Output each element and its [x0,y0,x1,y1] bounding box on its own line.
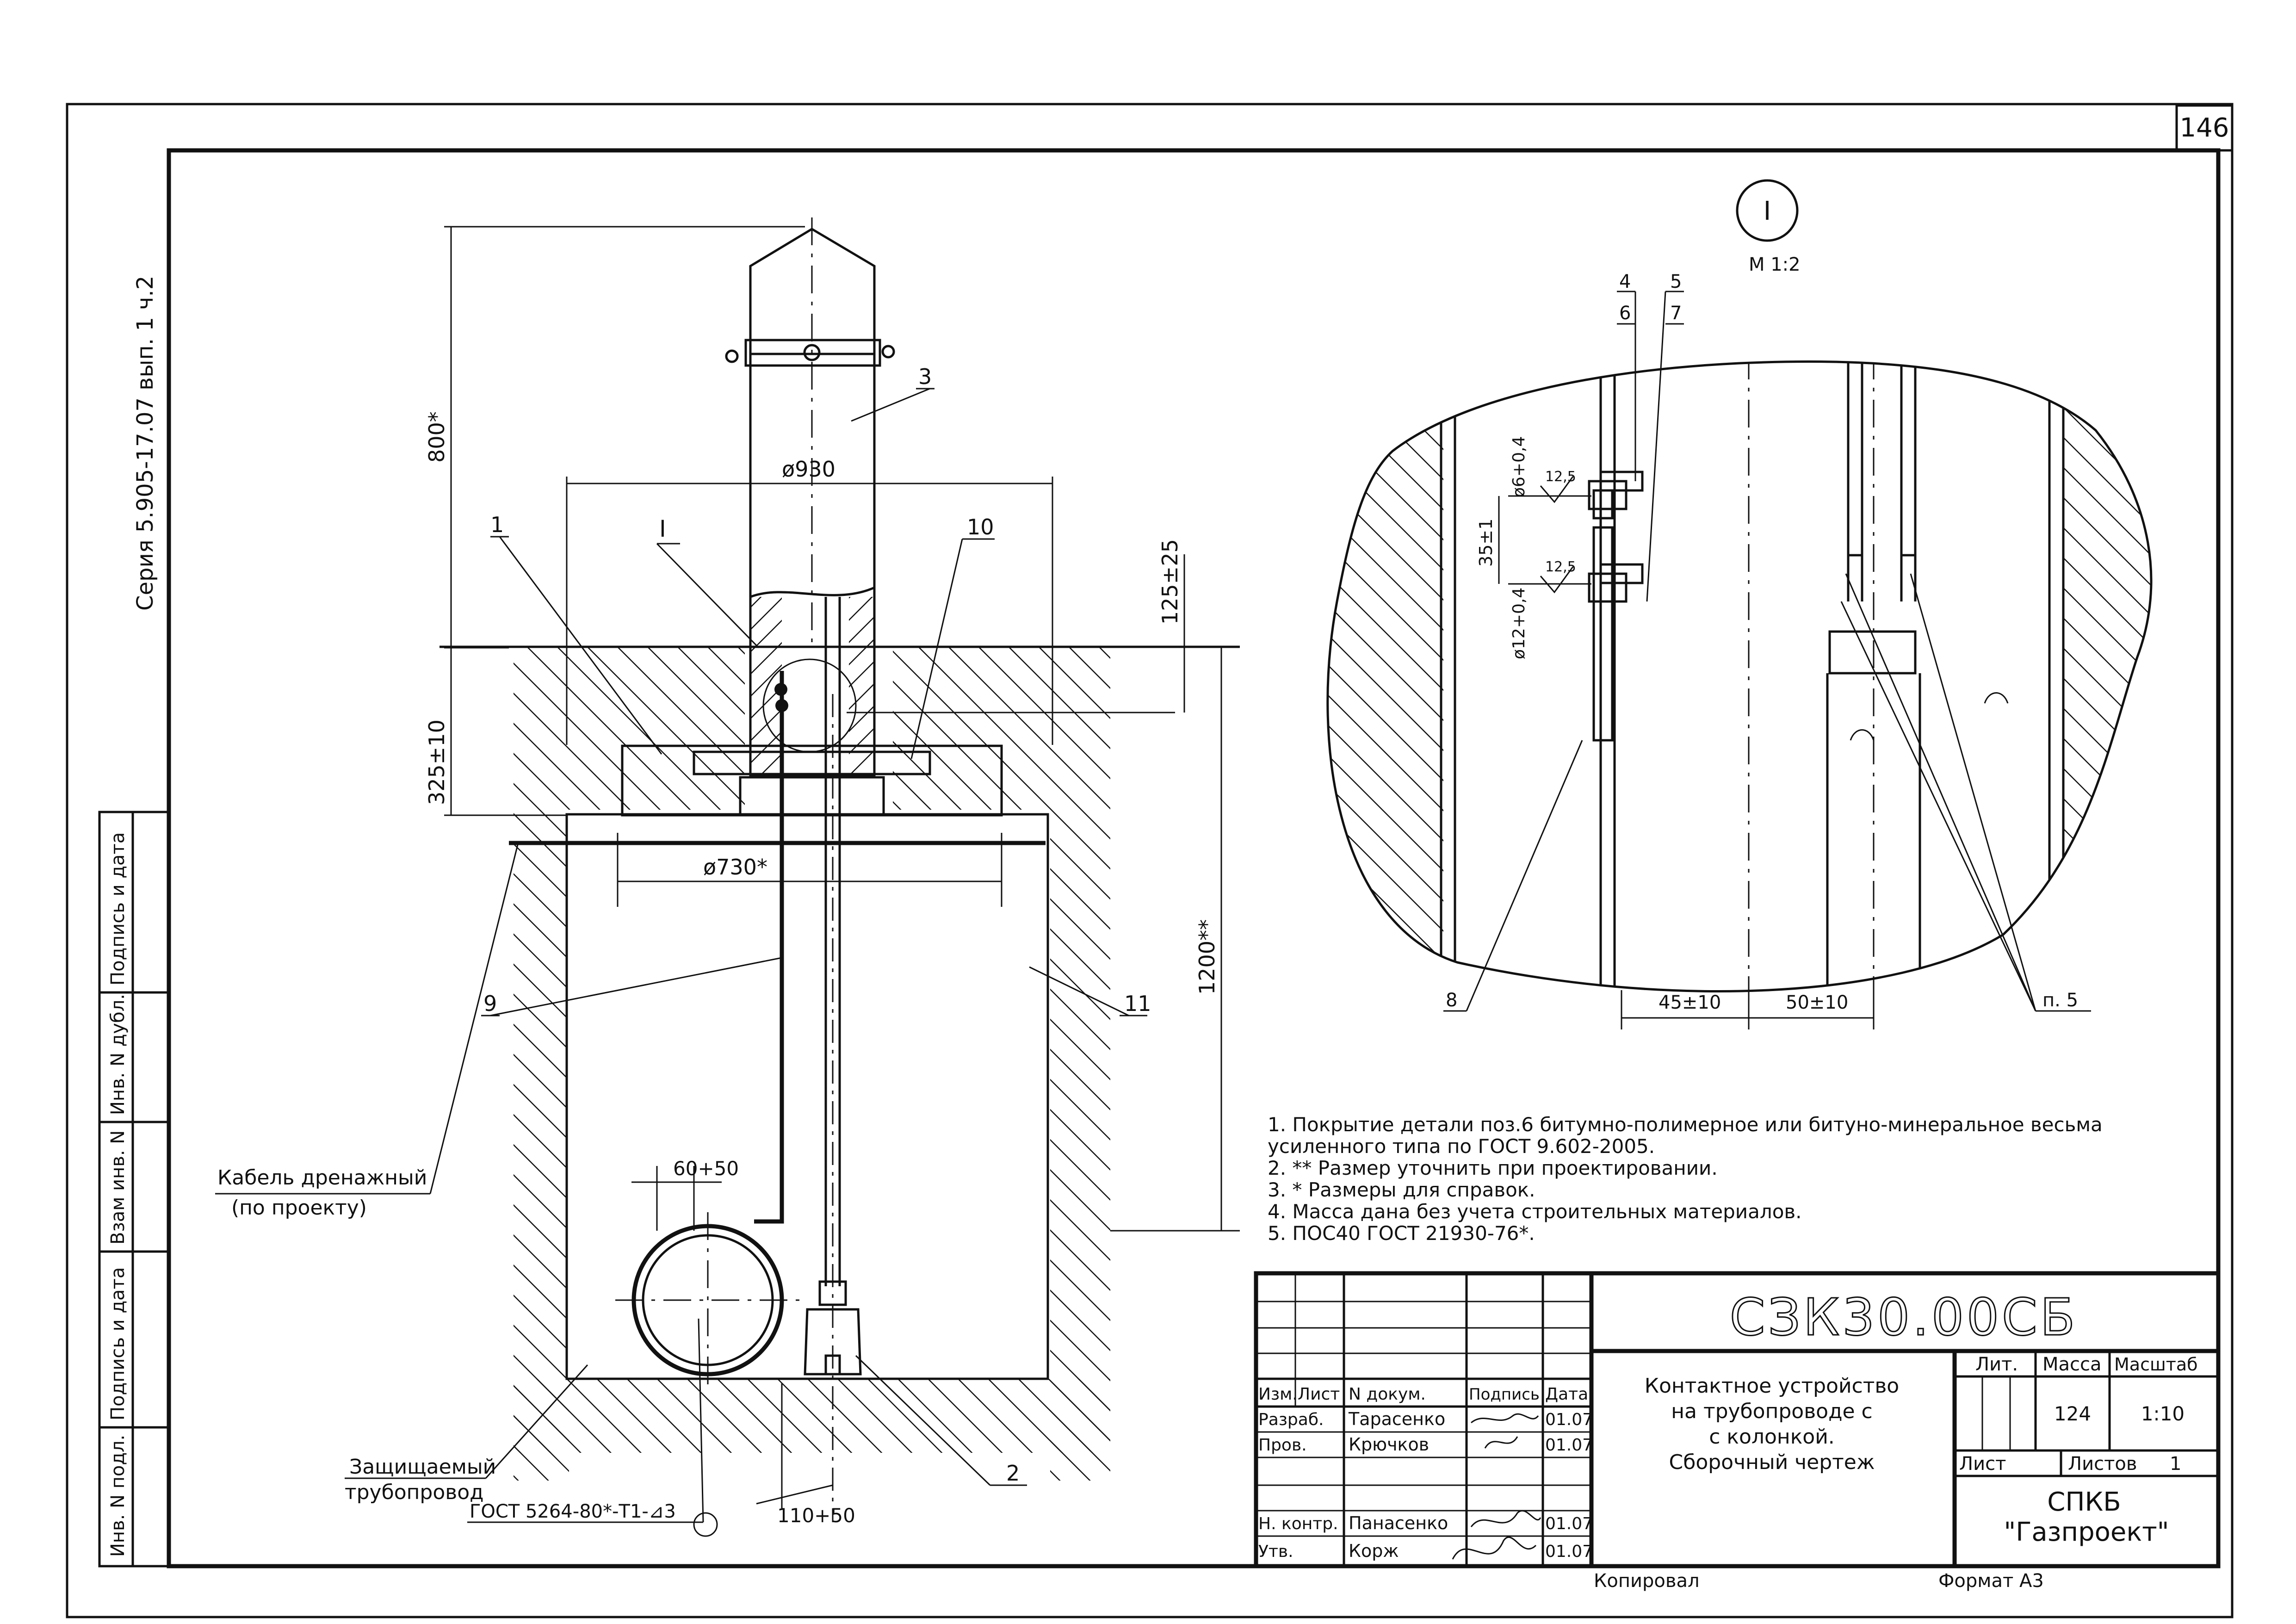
pos-9: 9 [483,991,497,1016]
detail-dim-50: 50±10 [1786,992,1848,1013]
pos-10: 10 [967,514,994,539]
detail-note-ref: п. 5 [2042,990,2078,1011]
weld-label: ГОСТ 5264-80*-Т1-⊿3 [470,1501,676,1522]
doc-title-3: с колонкой. [1709,1425,1835,1449]
stamp-sign-date-1: Подпись и дата [107,1267,129,1420]
detail-pos-7: 7 [1670,303,1682,324]
detail-pos-5: 5 [1670,271,1682,292]
row-date-2: 01.07 [1545,1436,1593,1455]
signature-4 [1452,1537,1537,1560]
mass-label: Масса [2042,1354,2102,1375]
note-2: 2. ** Размер уточнить при проектировании… [1268,1157,1718,1179]
signature-3 [1470,1510,1541,1527]
sheets-label: Листов [2068,1453,2137,1475]
stamp-sign-date-2: Подпись и дата [107,832,129,986]
scale-value: 1:10 [2141,1402,2185,1425]
row-role-2: Пров. [1258,1436,1307,1455]
detail-rough-1: 12,5 [1545,469,1576,485]
lit-label: Лит. [1975,1354,2018,1375]
side-stamp: Инв. N подл. Подпись и дата Взам инв. N … [98,811,170,1568]
detail-pos-4: 4 [1619,271,1631,292]
dim-730: ø730* [703,855,767,880]
main-section-view: 800* 325±10 125±25 1200** ø930 ø730* 60+… [215,217,1240,1537]
detail-dim-45: 45±10 [1659,992,1721,1013]
row-name-1: Тарасенко [1348,1409,1445,1429]
note-3: 3. * Размеры для справок. [1268,1178,1535,1201]
row-role-3: Н. контр. [1258,1514,1338,1533]
cable-label: Кабель дренажный [217,1166,427,1190]
format-label: Формат А3 [1938,1570,2044,1592]
row-date-3: 01.07 [1545,1514,1593,1533]
hdr-date: Дата [1545,1385,1588,1404]
detail-pos-8: 8 [1446,990,1457,1011]
page-number-box [2175,104,2234,152]
copied-label: Копировал [1594,1570,1700,1592]
inner-frame [167,148,2221,1568]
stamp-inv-dup: Инв. N дубл. [107,994,129,1115]
note-4: 4. Масса дана без учета строительных мат… [1268,1200,1802,1223]
doc-code: СЗК30.00СБ [1730,1288,2078,1347]
dim-800: 800* [424,411,449,463]
note-1-cont: усиленного типа по ГОСТ 9.602-2005. [1268,1135,1655,1158]
signature-1 [1471,1413,1539,1424]
row-name-4: Корж [1349,1541,1399,1561]
pos-11: 11 [1124,991,1151,1016]
detail-outline [1326,360,2153,992]
dim-1200: 1200** [1194,919,1219,995]
cable-sublabel: (по проекту) [231,1196,367,1220]
notes: 1. Покрытие детали поз.6 битумно-полимер… [1268,1113,2103,1245]
pipe-label: Защищаемый [349,1455,496,1479]
dim-930: ø930 [782,457,835,482]
outer-frame [66,103,2234,1618]
pos-2: 2 [1006,1461,1020,1486]
detail-mark [1736,179,1799,242]
pos-3: 3 [918,364,932,389]
stamp-inv-orig: Инв. N подл. [107,1435,129,1557]
detail-view: I М 1:2 [1326,179,2153,1029]
title-block: СЗК30.00СБ Контактное устройство на труб… [1254,1271,2221,1592]
series-label: Серия 5.905-17.07 вып. 1 ч.2 [132,276,158,611]
sheet-label: Лист [1959,1453,2006,1475]
detail-scale: М 1:2 [1749,254,1801,275]
mass-value: 124 [2054,1402,2091,1425]
row-name-2: Крючков [1349,1434,1429,1455]
detail-rough-2: 12,5 [1545,559,1576,575]
dim-125: 125±25 [1157,539,1182,625]
row-date-1: 01.07 [1545,1410,1593,1429]
note-5: 5. ПОС40 ГОСТ 21930-76*. [1268,1222,1535,1245]
org-1: СПКБ [2047,1487,2121,1517]
stamp-repl-inv: Взам инв. N [107,1130,129,1245]
scale-label: Масштаб [2114,1354,2198,1375]
row-role-4: Утв. [1258,1542,1293,1561]
detail-pos-6: 6 [1619,303,1631,324]
hdr-sign: Подпись [1469,1385,1540,1404]
hdr-doc: N докум. [1349,1385,1426,1404]
org-2: "Газпроект" [2004,1517,2169,1547]
pipe-sublabel: трубопровод [345,1481,484,1504]
sheets-value: 1 [2170,1453,2181,1475]
detail-dim-d6: ø6+0,4 [1510,436,1529,497]
doc-title-2: на трубопроводе с [1671,1400,1873,1423]
doc-title-1: Контактное устройство [1645,1374,1899,1398]
dim-60: 60+50 [673,1157,739,1180]
detail-dim-35: 35±1 [1476,519,1496,567]
hdr-izm: Изм. [1258,1385,1298,1404]
row-name-3: Панасенко [1349,1513,1448,1533]
dim-110: 110+50 [777,1504,855,1527]
doc-title-4: Сборочный чертеж [1669,1450,1875,1474]
dim-325: 325±10 [424,719,449,805]
pos-1: 1 [490,512,504,537]
note-1: 1. Покрытие детали поз.6 битумно-полимер… [1268,1113,2103,1136]
hdr-list: Лист [1298,1385,1340,1404]
row-date-4: 01.07 [1545,1542,1593,1561]
page-number: 146 [2180,113,2229,143]
row-role-1: Разраб. [1258,1410,1324,1429]
detail-dim-d12: ø12+0,4 [1510,588,1529,659]
pos-I: I [659,515,666,542]
detail-mark-label: I [1764,196,1771,226]
signature-2 [1484,1436,1518,1449]
